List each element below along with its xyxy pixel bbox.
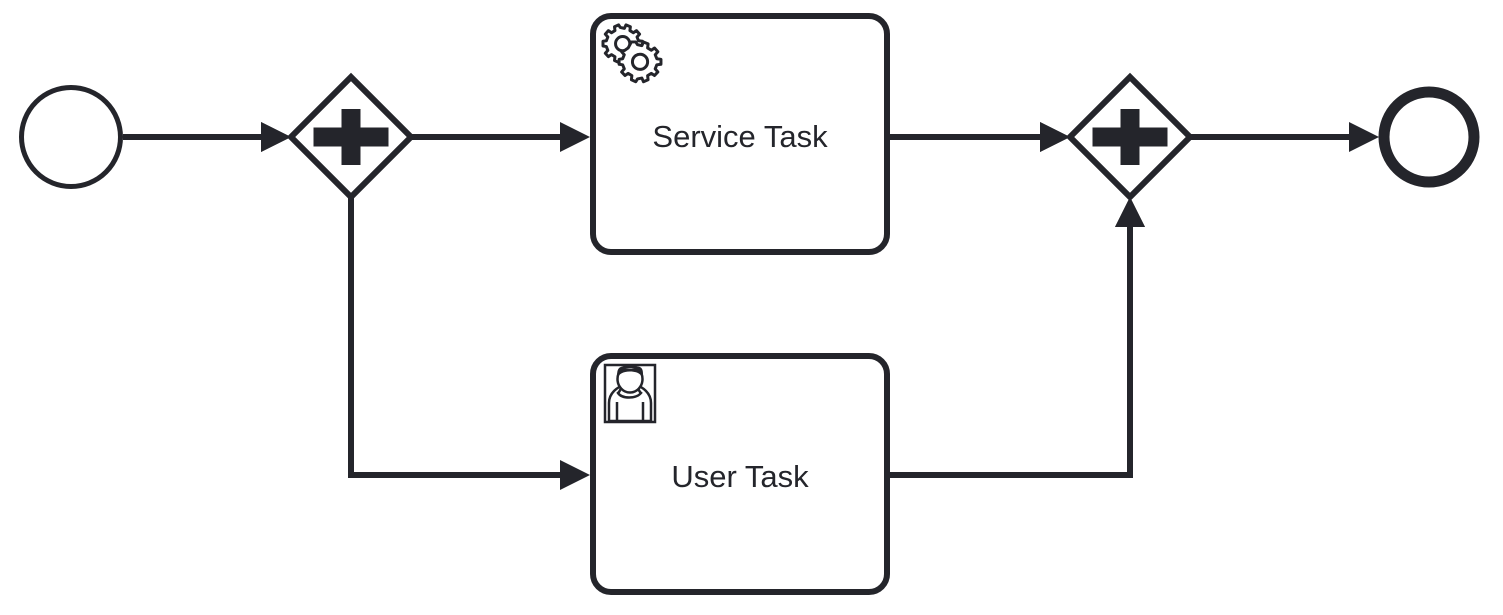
task-label: Service Task [652, 119, 828, 154]
sequence-flow-user-task-to-join[interactable] [890, 197, 1145, 478]
user-icon [603, 363, 657, 424]
circle-icon [1378, 86, 1480, 188]
flow-line [890, 227, 1133, 478]
sequence-flows [123, 122, 1379, 490]
user-icon-hair [617, 368, 643, 378]
parallel-gateway-join[interactable] [1065, 72, 1195, 202]
split-inbound-arrowhead [261, 122, 291, 152]
parallel-gateway-split[interactable] [286, 72, 416, 202]
task-label: User Task [671, 459, 809, 494]
arrowhead-icon [1115, 197, 1145, 227]
gear-icon [601, 23, 663, 84]
task-box [590, 353, 890, 595]
sequence-flow-join-to-end[interactable] [1190, 122, 1379, 152]
arrowhead-icon [1349, 122, 1379, 152]
flow-line [348, 197, 560, 478]
start-event[interactable] [19, 85, 123, 189]
plus-icon [1092, 109, 1168, 165]
arrowhead-icon [560, 460, 590, 490]
user-task[interactable]: User Task [590, 353, 890, 595]
service-task[interactable]: Service Task [590, 13, 890, 255]
sequence-flow-split-to-service-task[interactable] [411, 122, 590, 152]
plus-icon [313, 109, 389, 165]
task-box [590, 13, 890, 255]
circle-icon [19, 85, 123, 189]
user-icon-hair-top [617, 366, 644, 379]
arrowhead-icon [560, 122, 590, 152]
end-event[interactable] [1378, 86, 1480, 188]
arrowhead-icon [261, 122, 291, 152]
arrowhead-icon [1040, 122, 1070, 152]
sequence-flow-split-to-user-task[interactable] [348, 197, 590, 490]
join-inbound-arrowheads [1040, 122, 1145, 227]
